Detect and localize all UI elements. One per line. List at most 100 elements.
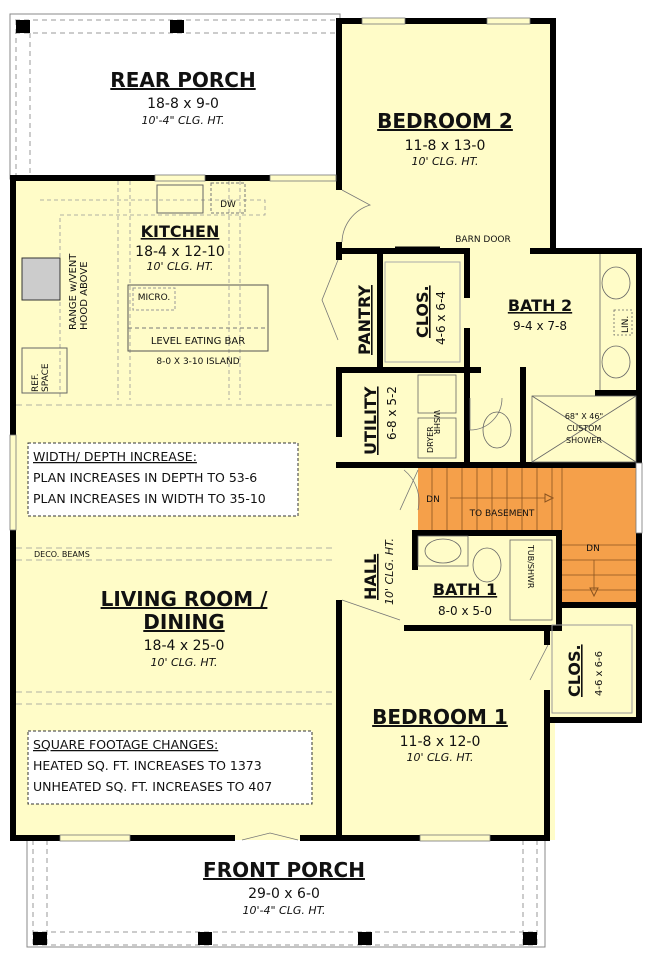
utility-size: 6-8 x 5-2 [385,386,399,440]
linen-label: LIN. [621,316,631,333]
shower-label-1: 68" X 46" [565,412,603,421]
bedroom2-ceiling: 10' CLG. HT. [411,155,478,168]
refrigerator-space [21,347,68,394]
front-door [241,832,299,841]
front-porch-size: 29-0 x 6-0 [248,886,320,902]
bedroom1-size: 11-8 x 12-0 [400,734,481,750]
stairs-to-basement [418,468,640,602]
bath2-size: 9-4 x 7-8 [513,319,567,333]
rear-porch-title: REAR PORCH [110,68,255,92]
stairs-dn-label: DN [426,495,440,505]
dishwasher-label: DW [220,200,236,210]
rear-porch-size: 18-8 x 9-0 [147,96,219,112]
linen-closet [613,309,633,336]
washer-label: WSHR [432,410,441,435]
range-icon [21,257,61,301]
closet1-shelf [551,624,633,714]
doors [241,189,549,841]
dishwasher [210,182,246,214]
closet1-size: 4-6 x 6-6 [594,651,605,696]
living-title-2: DINING [143,610,224,634]
washer [417,374,457,414]
sink-icon [601,266,631,300]
front-porch-ceiling: 10'-4" CLG. HT. [242,904,325,917]
ref-label-2: SPACE [41,363,51,392]
pantry-title: PANTRY [355,285,374,355]
range-label-2: HOOD ABOVE [79,261,90,330]
hall-ceiling: 10' CLG. HT. [383,538,396,605]
kitchen-size: 18-4 x 12-10 [135,244,225,260]
door-closet1 [529,644,549,681]
living-ceiling: 10' CLG. HT. [150,656,217,669]
bath2-title: BATH 2 [508,296,572,315]
to-basement-label: TO BASEMENT [469,509,535,519]
shower-label-3: SHOWER [566,436,602,445]
front-porch-title: FRONT PORCH [203,858,365,882]
living-size: 18-4 x 25-0 [144,638,225,654]
windows [9,17,643,842]
tub-label: TUB/SHWR [526,544,535,589]
rear-porch [9,13,341,180]
kitchen-island [127,284,269,352]
porch-post [16,20,30,33]
note-width-depth-line2: PLAN INCREASES IN WIDTH TO 35-10 [33,491,266,506]
bedroom2-size: 11-8 x 13-0 [405,138,486,154]
door-pantry [321,259,339,341]
kitchen-sink [156,184,204,214]
bath1-fixtures [417,535,553,621]
living-title-1: LIVING ROOM / [101,587,268,611]
closet2-shelf [384,261,461,363]
sink-icon [424,538,462,564]
microwave-label: MICRO. [138,293,171,303]
dryer-label: DRYER [426,426,435,453]
door-bedroom1 [341,599,401,621]
rear-porch-ceiling: 10'-4" CLG. HT. [141,114,224,127]
toilet-icon [482,411,512,449]
kitchen-ceiling: 10' CLG. HT. [146,260,213,273]
bedroom2-title: BEDROOM 2 [377,109,513,133]
laundry [417,374,457,459]
eating-bar-label: LEVEL EATING BAR [151,336,245,347]
custom-shower [531,395,637,463]
utility-title: UTILITY [361,386,380,455]
closet1-title: CLOS. [565,644,584,697]
range-label-1: RANGE w/VENT [68,253,79,330]
microwave [132,287,176,311]
dryer [417,417,457,459]
bath2-fixtures [482,254,637,463]
tub-shower [509,539,553,621]
porch-post [33,932,47,945]
closet2-size: 4-6 x 6-4 [434,291,448,345]
porch-post [170,20,184,33]
bedroom1-ceiling: 10' CLG. HT. [406,751,473,764]
note-sqft-line1: HEATED SQ. FT. INCREASES TO 1373 [33,758,262,773]
shower-label-2: CUSTOM [567,424,602,433]
front-porch [26,834,546,948]
bedroom1-title: BEDROOM 1 [372,705,508,729]
deco-beams [16,404,336,705]
ref-label-1: REF. [31,373,41,392]
closet2-title: CLOS. [413,285,432,338]
barn-door-label: BARN DOOR [455,235,511,245]
note-width-depth-heading: WIDTH/ DEPTH INCREASE: [33,449,197,464]
kitchen-title: KITCHEN [141,222,220,241]
door-bath2-wc [469,397,503,431]
toilet-icon [472,547,502,583]
note-sqft-line2: UNHEATED SQ. FT. INCREASES TO 407 [33,779,272,794]
porch-post [198,932,212,945]
island-label: 8-0 X 3-10 ISLAND [156,357,239,367]
note-sqft-heading: SQUARE FOOTAGE CHANGES: [33,737,218,752]
deco-beams-label: DECO. BEAMS [34,550,90,559]
labels: REAR PORCH 18-8 x 9-0 10'-4" CLG. HT. BE… [31,68,631,917]
note-width-depth-line1: PLAN INCREASES IN DEPTH TO 53-6 [33,470,257,485]
porch-post [523,932,537,945]
note-box-width-depth [27,442,299,517]
door-bedroom2 [341,189,372,243]
door-hall [399,469,420,511]
stairs-dn-label-2: DN [586,544,600,554]
sink-icon [601,345,631,379]
note-box-square-footage [27,730,313,805]
bath1-title: BATH 1 [433,580,497,599]
porch-post [358,932,372,945]
